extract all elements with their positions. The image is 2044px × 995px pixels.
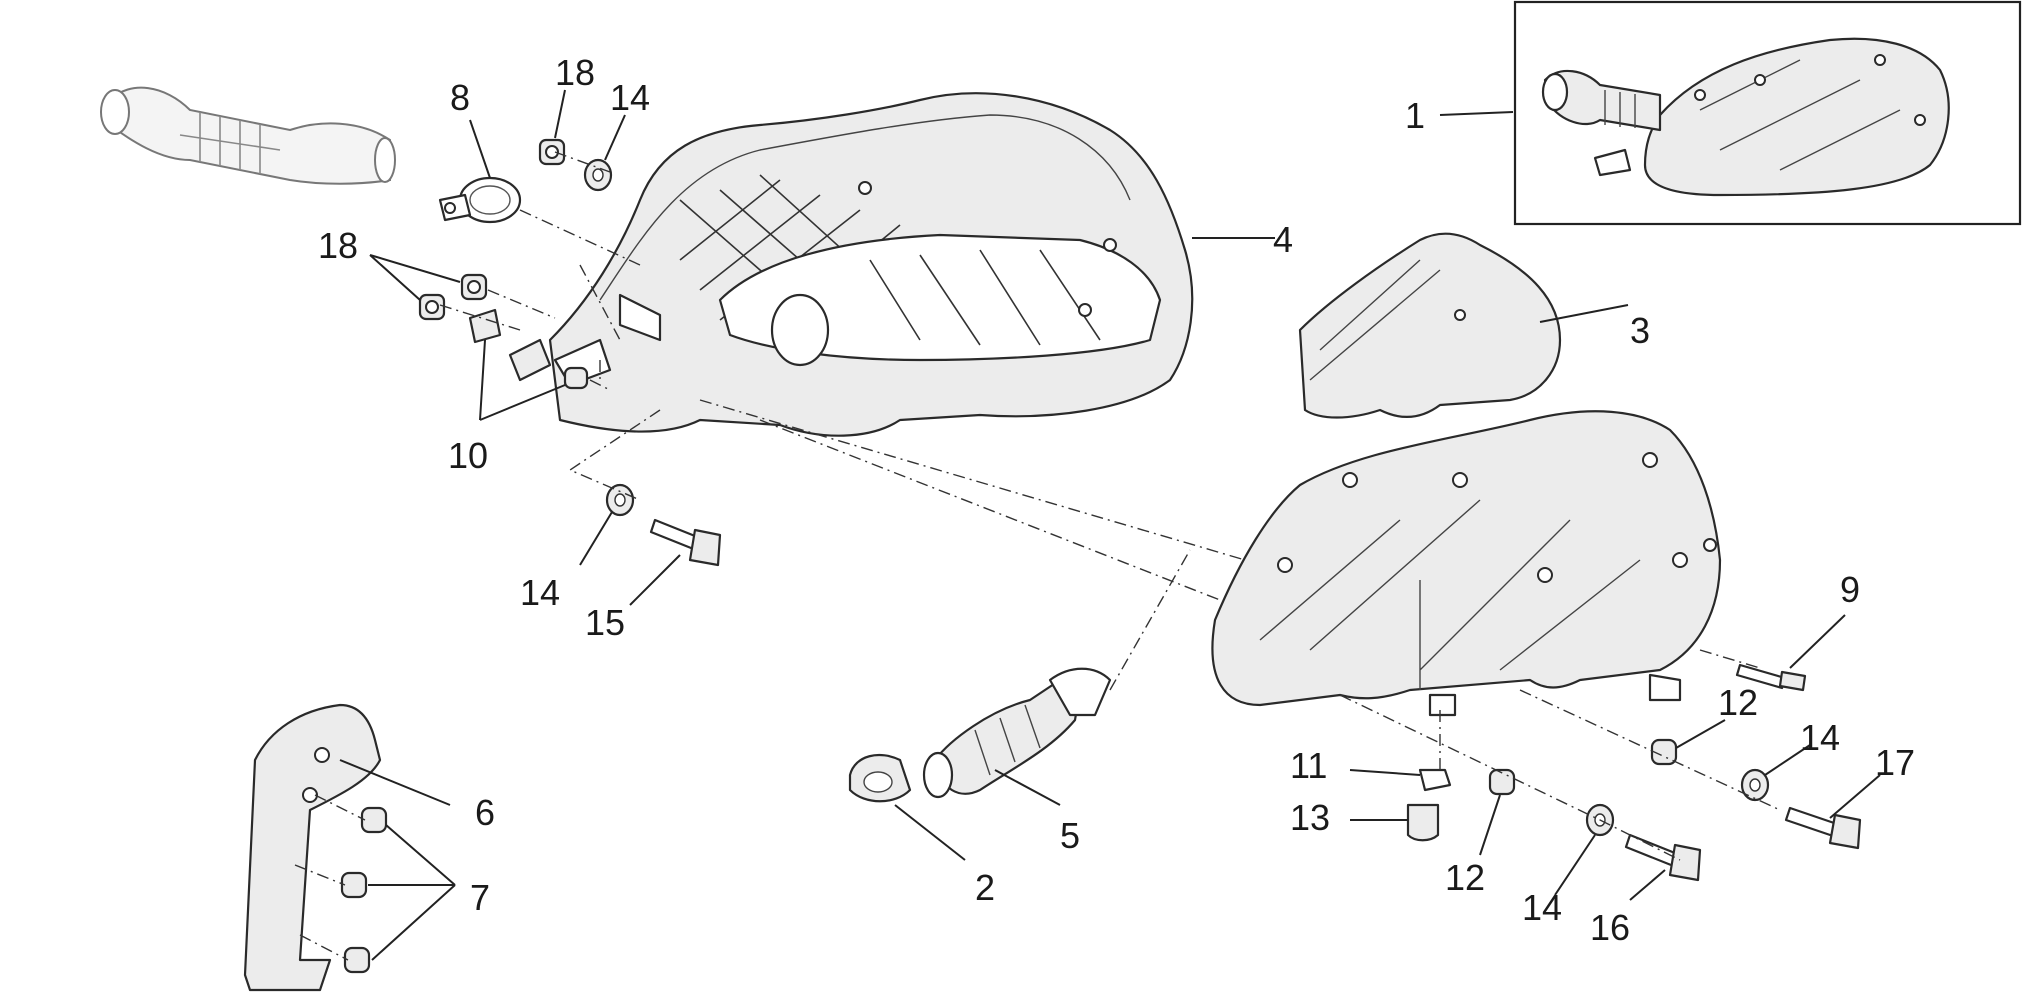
leader-line-8 xyxy=(469,119,491,179)
intake-duct xyxy=(922,667,1112,799)
label-part-6: 6 xyxy=(475,792,496,833)
label-part-12-low: 12 xyxy=(1445,857,1486,898)
leader-line-2 xyxy=(894,804,966,861)
filter-element xyxy=(1298,232,1562,419)
leader-line-10 xyxy=(479,339,566,421)
label-part-14-right: 14 xyxy=(1800,717,1841,758)
leader-line-14-right xyxy=(1764,744,1811,776)
leader-line-18-top xyxy=(554,89,566,139)
intake-hose xyxy=(100,86,396,185)
clamp-2 xyxy=(848,753,912,803)
filter-housing xyxy=(548,92,1194,437)
label-part-15: 15 xyxy=(585,602,626,643)
label-part-16: 16 xyxy=(1590,907,1631,948)
washer-14-right xyxy=(1740,768,1770,802)
label-part-11: 11 xyxy=(1290,745,1328,786)
hose-clamp xyxy=(438,176,522,224)
cap-13 xyxy=(1406,803,1440,842)
label-part-9: 9 xyxy=(1840,569,1861,610)
leader-line-11 xyxy=(1349,769,1421,776)
leader-line-14-low xyxy=(1554,834,1596,896)
label-part-10: 10 xyxy=(448,435,489,476)
label-part-7: 7 xyxy=(470,877,491,918)
label-part-5: 5 xyxy=(1060,815,1081,856)
label-part-14-low: 14 xyxy=(1522,887,1563,928)
label-part-3: 3 xyxy=(1630,310,1651,351)
leader-line-3 xyxy=(1539,304,1629,323)
label-part-18-left: 18 xyxy=(318,225,359,266)
label-part-13: 13 xyxy=(1290,797,1331,838)
label-part-14-left: 14 xyxy=(520,572,561,613)
bolt-16 xyxy=(1624,833,1702,882)
leader-line-16 xyxy=(1629,869,1666,901)
washer-14-top xyxy=(583,158,613,192)
label-part-4: 4 xyxy=(1273,219,1294,260)
leader-line-14-top xyxy=(604,114,626,161)
nuts-18-left xyxy=(418,273,488,321)
label-part-8: 8 xyxy=(450,77,471,118)
leader-line-18-left xyxy=(369,254,461,301)
grommet-12-right xyxy=(1650,738,1678,766)
leader-line-12-low xyxy=(1479,794,1501,856)
assembly-lines xyxy=(294,151,1781,961)
clip-11 xyxy=(1418,768,1452,792)
label-part-2: 2 xyxy=(975,867,996,908)
label-part-17: 17 xyxy=(1875,742,1916,783)
screw-9 xyxy=(1735,663,1807,692)
leader-line-9 xyxy=(1789,614,1846,669)
leader-line-17 xyxy=(1829,774,1881,819)
label-part-1: 1 xyxy=(1405,95,1426,136)
bolt-17 xyxy=(1784,806,1862,850)
leader-line-14-left xyxy=(579,511,613,566)
washer-14-left xyxy=(605,483,635,517)
leader-line-6 xyxy=(339,759,451,806)
label-part-18-top: 18 xyxy=(555,52,596,93)
leader-line-12-right xyxy=(1675,719,1726,749)
grommets-7 xyxy=(340,806,388,974)
label-part-14-top: 14 xyxy=(610,77,651,118)
leader-line-5 xyxy=(994,769,1061,806)
filter-cover xyxy=(1211,410,1722,717)
leader-line-7 xyxy=(368,824,456,961)
grommet-12-low xyxy=(1488,768,1516,796)
nut-18-top xyxy=(538,138,566,166)
leader-line-15 xyxy=(629,554,681,606)
bolt-15 xyxy=(649,518,722,567)
leader-line-1 xyxy=(1439,111,1514,116)
bracket-6 xyxy=(243,703,382,992)
label-part-12-right: 12 xyxy=(1718,682,1759,723)
grommets-10 xyxy=(468,308,589,390)
assembly-inset xyxy=(1513,0,2022,226)
